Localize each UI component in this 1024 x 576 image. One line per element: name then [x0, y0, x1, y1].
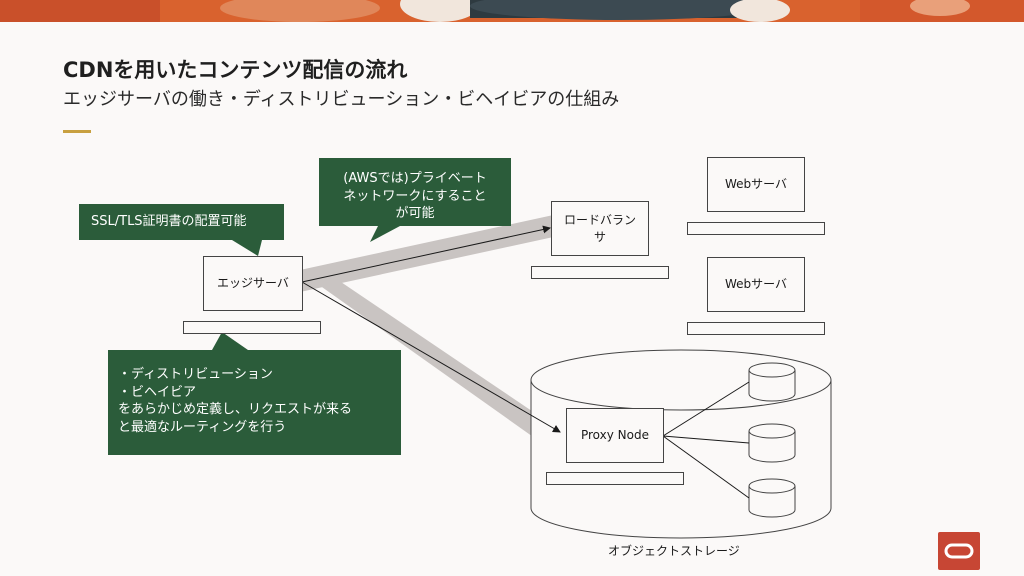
web-server-2-shelf [687, 322, 825, 335]
object-storage-label: オブジェクトストレージ [608, 544, 740, 558]
edge-server-node: エッジサーバ [203, 256, 303, 311]
edge-to-lb-arrow [301, 225, 551, 283]
accent-bar [63, 130, 91, 133]
callout-ssl-shape [79, 204, 284, 256]
web-server-1-node: Webサーバ [707, 157, 805, 212]
slide-subtitle: エッジサーバの働き・ディストリビューション・ビヘイビアの仕組み [63, 89, 620, 110]
banner-art [0, 0, 1024, 22]
callout-aws-shape [319, 158, 511, 242]
callout-ssl-text: SSL/TLS証明書の配置可能 [91, 214, 247, 229]
proxy-to-disk-1-line [662, 381, 750, 437]
proxy-node-shelf [546, 472, 684, 485]
storage-disk-3 [748, 478, 796, 518]
proxy-to-disk-2-line [662, 435, 750, 444]
edge-server-shelf [183, 321, 321, 334]
load-balancer-shelf [531, 266, 669, 279]
callout-distribution-shape [108, 332, 401, 455]
slide-title: CDNを用いたコンテンツ配信の流れ [63, 58, 408, 82]
web-server-2-node: Webサーバ [707, 257, 805, 312]
proxy-to-disk-3-line [662, 435, 750, 499]
storage-disk-2 [748, 423, 796, 463]
edge-to-proxy-arrow [301, 281, 561, 433]
web-server-1-shelf [687, 222, 825, 235]
callout-distribution-text: ・ディストリビューション ・ビヘイビア をあらかじめ定義し、リクエストが来る と… [118, 367, 353, 435]
logo-ring [944, 543, 974, 559]
proxy-node: Proxy Node [566, 408, 664, 463]
decorative-banner [0, 0, 1024, 22]
load-balancer-node: ロードバラン サ [551, 201, 649, 256]
oracle-logo-icon [938, 532, 980, 570]
storage-disk-1 [748, 362, 796, 402]
callout-aws-text: (AWSでは)プライベート ネットワークにすること が可能 [343, 171, 487, 222]
network-band-to-lb [300, 214, 558, 292]
